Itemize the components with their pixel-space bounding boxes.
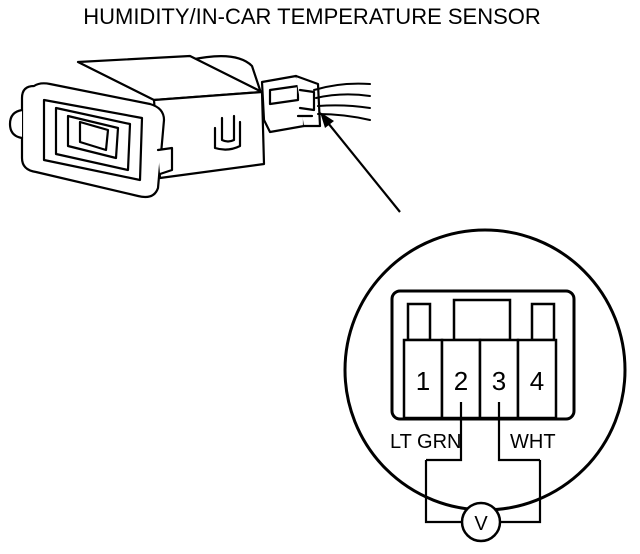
connector-latch-tabs [406, 298, 556, 342]
connector-terminal-row [402, 338, 558, 420]
connector-leader-arrow [320, 112, 401, 213]
wire-label-wht: WHT [510, 431, 556, 453]
sensor-body-illustration [8, 54, 322, 199]
pin-1-label: 1 [416, 366, 430, 396]
pin-2-label: 2 [454, 366, 468, 396]
diagram-title: HUMIDITY/IN-CAR TEMPERATURE SENSOR [83, 4, 541, 29]
wire-label-lt-grn: LT GRN [390, 431, 462, 453]
pin-4-label: 4 [530, 366, 544, 396]
pin-3-label: 3 [492, 366, 506, 396]
voltmeter-symbol [460, 501, 502, 543]
probe-wires [424, 402, 542, 524]
voltmeter-label: V [474, 513, 488, 535]
